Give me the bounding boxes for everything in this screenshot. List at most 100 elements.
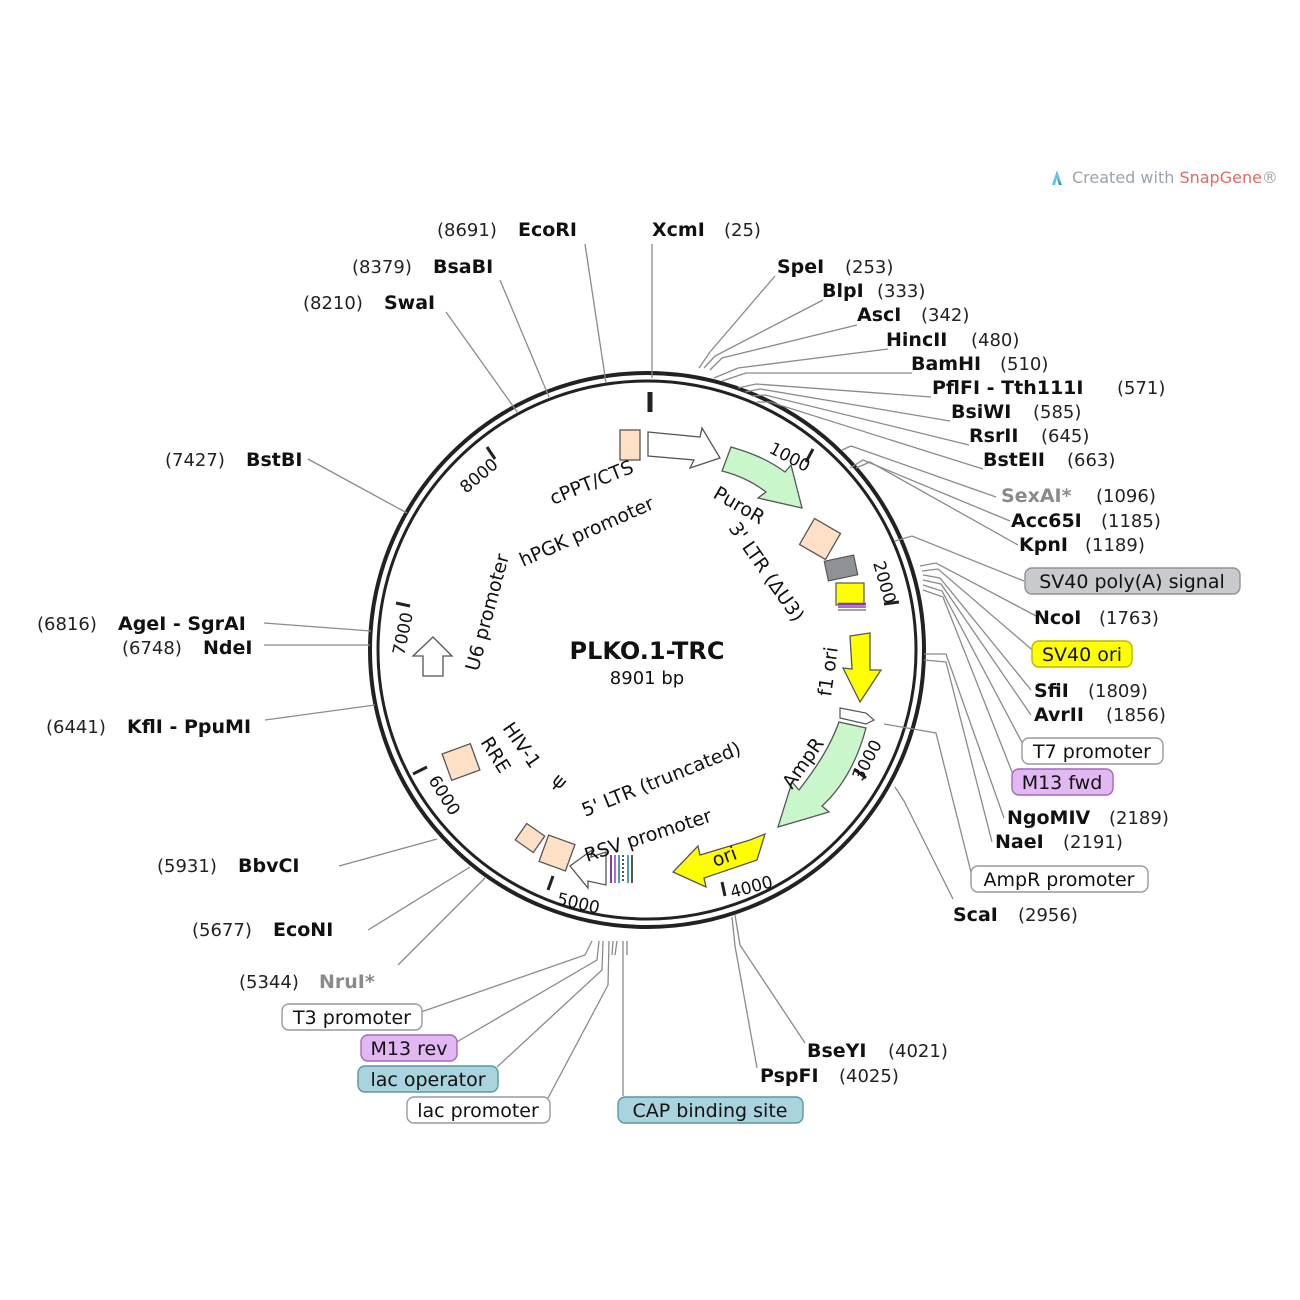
site-blpi-pos: (333) [877,281,925,302]
site-sfii-pos: (1809) [1088,681,1148,702]
label-cppt: cPPT/CTS [547,456,637,509]
site-bamhi-pos: (510) [1000,354,1048,375]
feature-box-lac-operator-label: lac operator [370,1069,485,1091]
feature-box-m13-fwd: M13 fwd [1011,768,1114,796]
site-ndei-name: NdeI [203,637,252,659]
site-asci-pos: (342) [921,305,969,326]
site-acc65i-name: Acc65I [1011,510,1082,532]
feature-box-sv40-ori: SV40 ori [1031,640,1133,668]
site-sfii-name: SfiI [1034,680,1069,702]
site-xcmi-pos: (25) [724,220,761,241]
site-nrui-pos: (5344) [239,972,299,993]
feature-box-t7-promoter-label: T7 promoter [1032,741,1151,763]
snapgene-watermark: Created with SnapGene® [1050,168,1278,187]
site-bseyi-pos: (4021) [888,1041,948,1062]
tick-label-6000: 6000 [424,772,464,819]
site-kpni-pos: (1189) [1085,535,1145,556]
site-pflfi-name: PflFI - Tth111I [932,377,1083,399]
site-bbvci-pos: (5931) [157,856,217,877]
site-agei-pos: (6816) [37,614,97,635]
puror-arrow [721,446,803,509]
site-swai-name: SwaI [384,292,435,314]
plasmid-length: 8901 bp [610,668,684,689]
site-kpni-name: KpnI [1019,534,1068,556]
site-rsrii-name: RsrII [969,425,1018,447]
site-naei-name: NaeI [995,831,1044,853]
label-hpgk: hPGK promoter [516,492,657,571]
cppt-marker [619,429,641,461]
backbone-outer-ring [368,371,926,929]
site-sexai-pos: (1096) [1096,486,1156,507]
tick-label-8000: 8000 [456,455,502,498]
site-ecori-name: EcoRI [518,219,577,241]
feature-box-t3-promoter-label: T3 promoter [292,1007,411,1029]
site-kfli-pos: (6441) [46,717,106,738]
site-bstbi-pos: (7427) [165,450,225,471]
watermark-suffix: ® [1261,168,1278,187]
site-ngomiv-name: NgoMIV [1007,807,1091,829]
site-sexai-name: SexAI* [1001,485,1072,507]
site-bsteii-name: BstEII [983,449,1045,471]
leader-lines [263,243,1039,1099]
feature-box-cap-binding-site-label: CAP binding site [633,1100,788,1122]
site-blpi-name: BlpI [822,280,864,302]
site-rsrii-pos: (645) [1041,426,1089,447]
sv40-ori-marker [835,582,865,606]
sv40-polya-marker [823,554,859,582]
restriction-site-labels: (8691) EcoRI XcmI (25) (8379) BsaBI (821… [37,219,1169,1087]
site-avrii-pos: (1856) [1106,705,1166,726]
ampr-arrow [777,721,867,828]
site-ncoi-pos: (1763) [1099,608,1159,629]
site-hincii-pos: (480) [971,330,1019,351]
site-naei-pos: (2191) [1063,832,1123,853]
label-psi: ψ [548,769,572,794]
site-scai-name: ScaI [953,904,998,926]
site-pflfi-pos: (571) [1117,378,1165,399]
feature-box-sv40-ori-label: SV40 ori [1042,644,1122,666]
site-ngomiv-pos: (2189) [1109,808,1169,829]
feature-box-lac-operator: lac operator [357,1065,499,1093]
site-bbvci-name: BbvCI [238,855,299,877]
watermark-prefix: Created with [1072,168,1180,187]
site-bsabi-pos: (8379) [352,257,412,278]
hpgk-promoter-arrow [647,426,721,470]
site-bsteii-pos: (663) [1067,450,1115,471]
f1-ori-arrow [841,632,883,704]
site-asci-name: AscI [857,304,901,326]
site-swai-pos: (8210) [303,293,363,314]
snapgene-logo-icon [1052,170,1062,185]
site-kfli-name: KflI - PpuMI [127,716,251,738]
ori-arrow [671,832,767,889]
backbone-inner-ring [376,379,918,921]
tick-label-7000: 7000 [389,611,418,657]
site-avrii-name: AvrII [1034,704,1084,726]
site-bamhi-name: BamHI [911,353,981,375]
site-spei-name: SpeI [777,256,824,278]
feature-box-ampr-promoter-label: AmpR promoter [984,869,1135,891]
site-ncoi-name: NcoI [1034,607,1081,629]
feature-box-m13-rev: M13 rev [360,1034,458,1062]
lac-region-markers [610,855,633,883]
feature-box-lac-promoter-label: lac promoter [417,1100,539,1122]
ampr-promoter-arrow [839,707,876,725]
feature-box-lac-promoter: lac promoter [406,1096,551,1124]
ltr3-marker [798,517,842,561]
feature-box-sv40-polya: SV40 poly(A) signal [1024,567,1241,595]
feature-box-sv40-polya-label: SV40 poly(A) signal [1039,571,1225,593]
site-econi-pos: (5677) [192,920,252,941]
site-pspfi-name: PspFI [760,1065,819,1087]
watermark-brand: SnapGene [1179,168,1262,187]
site-hincii-name: HincII [886,329,947,351]
feature-box-t3-promoter: T3 promoter [281,1003,423,1031]
site-pspfi-pos: (4025) [839,1066,899,1087]
site-bsiwi-name: BsiWI [951,401,1011,423]
site-bsabi-name: BsaBI [433,256,493,278]
site-ndei-pos: (6748) [122,638,182,659]
label-u6: U6 promoter [462,551,514,673]
site-ecori-pos: (8691) [437,220,497,241]
site-xcmi-name: XcmI [652,219,705,241]
ltr5-marker [538,834,576,872]
site-bseyi-name: BseYI [807,1040,867,1062]
rre-marker [441,742,481,782]
